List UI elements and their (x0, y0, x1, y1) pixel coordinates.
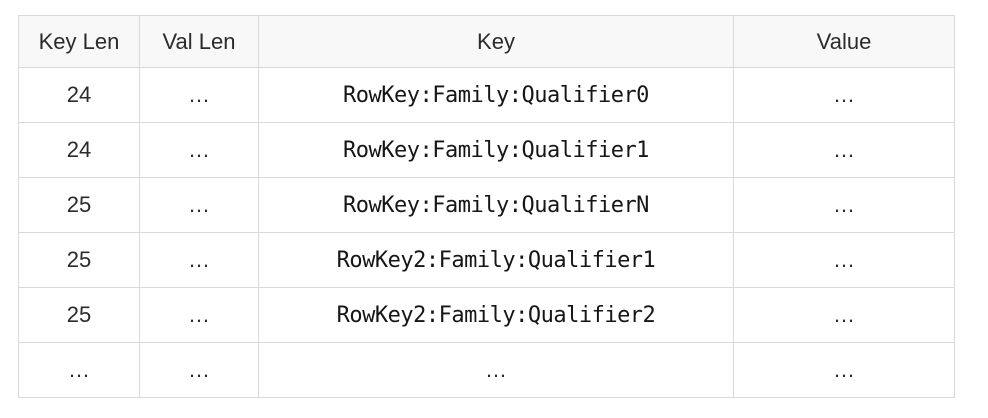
cell-value: … (733, 232, 955, 288)
table-row: 25 … RowKey2:Family:Qualifier1 … (18, 232, 955, 288)
cell-val-len: … (139, 232, 259, 288)
table-row: 24 … RowKey:Family:Qualifier0 … (18, 67, 955, 123)
cell-key: RowKey2:Family:Qualifier1 (258, 232, 734, 288)
column-header-key: Key (258, 15, 734, 68)
table-row: 25 … RowKey:Family:QualifierN … (18, 177, 955, 233)
cell-val-len: … (139, 287, 259, 343)
table-header: Key Len Val Len Key Value (18, 15, 955, 68)
cell-key-len: 25 (18, 177, 140, 233)
table-row-ellipsis: … … … … (18, 342, 955, 398)
cell-value: … (733, 122, 955, 178)
cell-val-len: … (139, 122, 259, 178)
cell-val-len: … (139, 67, 259, 123)
cell-key-len: 25 (18, 232, 140, 288)
cell-key: RowKey2:Family:Qualifier2 (258, 287, 734, 343)
column-header-key-len: Key Len (18, 15, 140, 68)
cell-value: … (733, 287, 955, 343)
table-row: 24 … RowKey:Family:Qualifier1 … (18, 122, 955, 178)
cell-value: … (733, 177, 955, 233)
column-header-val-len: Val Len (139, 15, 259, 68)
column-header-value: Value (733, 15, 955, 68)
cell-value: … (733, 67, 955, 123)
cell-key-len: 24 (18, 67, 140, 123)
cell-key: RowKey:Family:Qualifier0 (258, 67, 734, 123)
cell-val-len: … (139, 342, 259, 398)
cell-val-len: … (139, 177, 259, 233)
table-body: 24 … RowKey:Family:Qualifier0 … 24 … Row… (18, 67, 955, 398)
cell-key: RowKey:Family:Qualifier1 (258, 122, 734, 178)
keyvalue-table-container: Key Len Val Len Key Value 24 … RowKey:Fa… (18, 15, 955, 398)
cell-value: … (733, 342, 955, 398)
table-row: 25 … RowKey2:Family:Qualifier2 … (18, 287, 955, 343)
keyvalue-table: Key Len Val Len Key Value 24 … RowKey:Fa… (18, 15, 955, 398)
header-row: Key Len Val Len Key Value (18, 15, 955, 68)
cell-key-len: 24 (18, 122, 140, 178)
cell-key-len: 25 (18, 287, 140, 343)
cell-key-len: … (18, 342, 140, 398)
cell-key: … (258, 342, 734, 398)
cell-key: RowKey:Family:QualifierN (258, 177, 734, 233)
